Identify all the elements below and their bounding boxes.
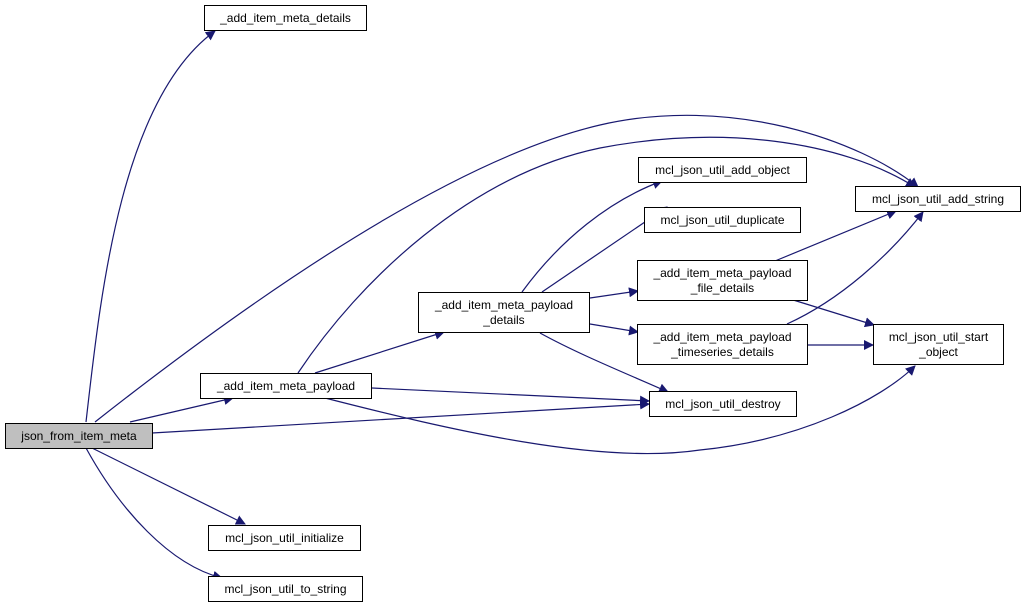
edge-payload-to-add-string <box>297 136 916 374</box>
node-mcl-json-util-start-object[interactable]: mcl_json_util_start _object <box>873 324 1004 365</box>
node-add-item-meta-payload[interactable]: _add_item_meta_payload <box>200 373 372 399</box>
edge-file-details-to-start-object <box>789 298 875 328</box>
edge-file-details-to-add-string <box>774 209 897 262</box>
edge-root-to-add-item-meta-payload <box>129 395 234 423</box>
node-mcl-json-util-duplicate[interactable]: mcl_json_util_duplicate <box>644 207 801 233</box>
node-mcl-json-util-add-string[interactable]: mcl_json_util_add_string <box>855 186 1021 212</box>
edge-payload-details-to-add-object <box>521 179 663 293</box>
edge-payload-details-to-destroy <box>539 332 669 393</box>
edge-payload-details-to-file-details <box>589 287 639 299</box>
node-mcl-json-util-initialize[interactable]: mcl_json_util_initialize <box>208 525 361 551</box>
edge-root-to-mcl-json-util-add-string <box>94 114 919 423</box>
edge-payload-to-payload-details <box>314 329 445 374</box>
node-add-item-meta-payload-timeseries-details[interactable]: _add_item_meta_payload _timeseries_detai… <box>637 324 808 365</box>
edge-root-to-add-item-meta-details <box>85 30 216 423</box>
edge-payload-details-to-timeseries-details <box>589 323 639 336</box>
node-mcl-json-util-destroy[interactable]: mcl_json_util_destroy <box>649 391 797 417</box>
node-mcl-json-util-add-object[interactable]: mcl_json_util_add_object <box>638 157 807 183</box>
node-add-item-meta-payload-file-details[interactable]: _add_item_meta_payload _file_details <box>637 260 808 301</box>
node-add-item-meta-details[interactable]: _add_item_meta_details <box>204 5 367 31</box>
edge-payload-to-start-object <box>324 365 916 455</box>
node-json-from-item-meta: json_from_item_meta <box>5 423 153 449</box>
edge-timeseries-details-to-add-string <box>786 211 924 325</box>
edge-payload-to-destroy <box>371 387 650 406</box>
node-add-item-meta-payload-details[interactable]: _add_item_meta_payload _details <box>418 292 590 333</box>
node-mcl-json-util-to-string[interactable]: mcl_json_util_to_string <box>208 576 363 602</box>
edge-root-to-mcl-json-util-initialize <box>91 447 246 525</box>
edge-root-to-mcl-json-util-destroy <box>151 399 650 434</box>
edge-root-to-mcl-json-util-to-string <box>85 447 223 581</box>
